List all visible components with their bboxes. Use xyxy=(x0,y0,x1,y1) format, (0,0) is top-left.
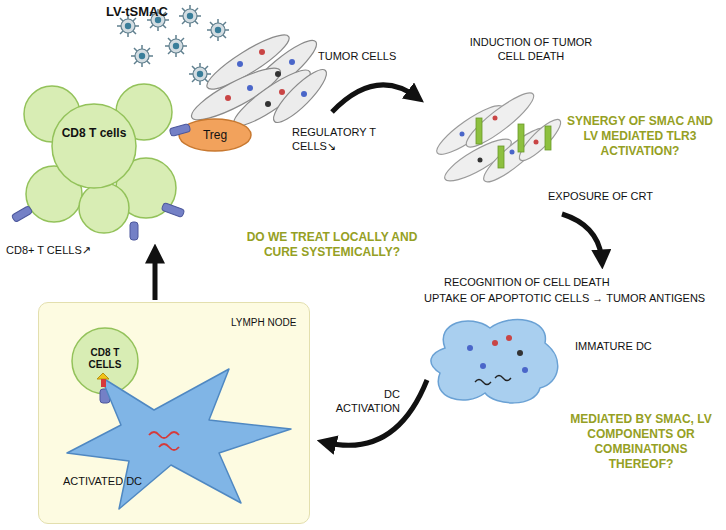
lymph-node-panel: LYMPH NODE CD8 T CELLS ACTIVATED DC xyxy=(38,302,310,524)
cd8-t-cell-cluster: CD8 T cells xyxy=(12,82,184,237)
activated-dendritic-cell: ACTIVATED DC xyxy=(59,365,304,517)
node-text: CD8 T CELLS xyxy=(79,347,131,371)
question-note: MEDIATED BY SMAC, LV COMPONENTS OR COMBI… xyxy=(562,412,720,472)
tumor-cells xyxy=(186,27,332,133)
node-text: CD8 T cells xyxy=(60,126,128,140)
question-note: DO WE TREAT LOCALLY AND CURE SYSTEMICALL… xyxy=(232,230,432,260)
cd8-t-cell-cluster-shape xyxy=(12,82,184,237)
stage-label: TUMOR CELLS xyxy=(318,50,428,64)
stage-label: RECOGNITION OF CELL DEATH xyxy=(444,276,694,290)
flow-arrow xyxy=(153,251,158,300)
stage-label: CD8+ T CELLS↗ xyxy=(6,244,146,258)
stage-label: LV-tSMAC xyxy=(106,4,206,20)
question-note: SYNERGY OF SMAC AND LV MEDIATED TLR3 ACT… xyxy=(560,114,720,159)
dying-tumor-cells xyxy=(431,86,565,188)
node-text: IMMATURE DC xyxy=(575,340,665,353)
calreticulin-bars xyxy=(476,118,551,168)
immature-dendritic-cell: IMMATURE DC xyxy=(425,308,668,408)
activated-dendritic-cell-shape xyxy=(59,365,304,517)
node-text: LYMPH NODE xyxy=(231,317,305,329)
immature-dendritic-cell-shape xyxy=(425,308,665,408)
tumor-nuclei xyxy=(225,49,307,107)
treg-cell: Treg xyxy=(178,118,255,152)
stage-label: REGULATORY T CELLS↘ xyxy=(292,126,376,154)
edge-label: DC ACTIVATION xyxy=(318,388,400,416)
node-text: ACTIVATED DC xyxy=(63,475,153,488)
stage-label: INDUCTION OF TUMOR CELL DEATH xyxy=(466,36,596,64)
stage-label: UPTAKE OF APOPTOTIC CELLS → TUMOR ANTIGE… xyxy=(424,292,714,306)
stage-label: EXPOSURE OF CRT xyxy=(548,190,678,204)
